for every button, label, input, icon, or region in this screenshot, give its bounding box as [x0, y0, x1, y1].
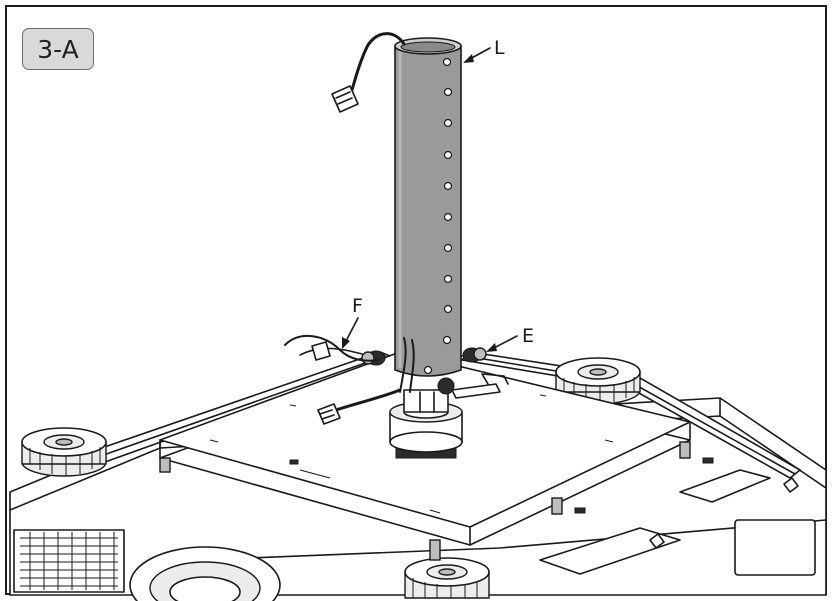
- adjustment-foot-front: [404, 557, 490, 599]
- callout-label-e: E: [522, 325, 534, 347]
- lens-housing: [129, 546, 281, 601]
- vent-grille: [13, 529, 125, 593]
- tube-holes: [423, 57, 453, 375]
- extension-tube: [394, 37, 462, 393]
- callout-arrow-e: [486, 335, 518, 352]
- cable-connector-lower: [317, 388, 402, 425]
- callout-arrow-l: [463, 47, 491, 63]
- mounting-bolt-f: [361, 350, 386, 366]
- cable-wires-f: [284, 334, 379, 362]
- callout-label-l: L: [494, 37, 505, 59]
- center-coupling: [389, 389, 463, 459]
- callout-arrow-f: [342, 317, 359, 349]
- mounting-bolt-e: [453, 347, 487, 363]
- adjustment-foot-left: [21, 427, 107, 477]
- handle-recess: [679, 469, 771, 503]
- step-badge: 3-A: [22, 28, 94, 70]
- callout-label-f: F: [352, 295, 363, 317]
- cable-connector-upper: [331, 32, 406, 113]
- adjustment-foot-right: [555, 357, 641, 405]
- locking-pin: [437, 373, 509, 399]
